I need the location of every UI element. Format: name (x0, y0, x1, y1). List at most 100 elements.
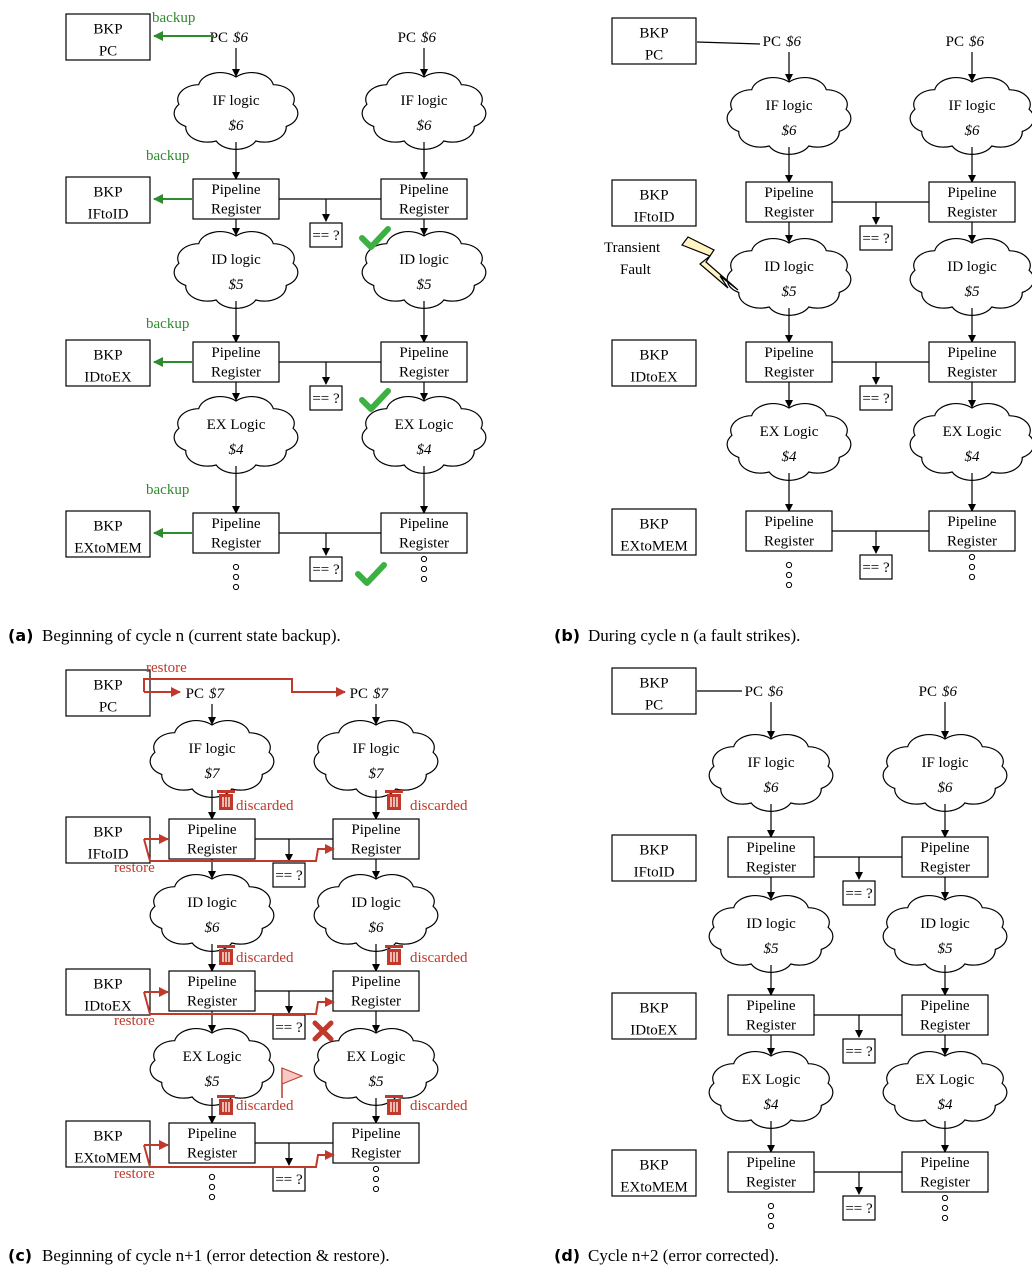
logic-label: EX Logic (183, 1049, 242, 1065)
pipeline-register-label: Register (920, 1017, 970, 1033)
ellipsis-dot (941, 1204, 949, 1212)
discarded-label: discarded (410, 950, 468, 966)
pipeline-register-label: Register (211, 364, 261, 380)
logic-value: $5 (417, 277, 433, 293)
caption-tag: (a) (8, 626, 33, 645)
logic-value: $7 (205, 766, 222, 782)
logic-value: $5 (369, 1074, 385, 1090)
logic-value: $7 (369, 766, 386, 782)
ellipsis-dot (767, 1212, 775, 1220)
logic-value: $5 (782, 284, 798, 300)
logic-label: ID logic (920, 916, 970, 932)
pc-label: PC (350, 686, 368, 702)
pipeline-register-label: Register (764, 533, 814, 549)
pipeline-register (380, 178, 468, 220)
backup-register-label: EXtoMEM (74, 540, 142, 556)
backup-register (65, 669, 151, 717)
backup-register-label: BKP (93, 824, 122, 840)
backup-register-label: BKP (93, 184, 122, 200)
pipeline-register-label: Register (746, 1017, 796, 1033)
connector (696, 41, 761, 45)
pipeline-register-label: Pipeline (187, 1126, 237, 1142)
logic-cloud (149, 1028, 275, 1106)
ellipsis-dot (941, 1214, 949, 1222)
compare-label: == ? (312, 391, 340, 407)
flag-icon (281, 1067, 304, 1085)
logic-value: $4 (764, 1097, 780, 1113)
backup-register-label: BKP (93, 677, 122, 693)
backup-register-label: IDtoEX (84, 369, 132, 385)
compare-box (842, 880, 876, 906)
pipeline-register-label: Pipeline (187, 974, 237, 990)
backup-register-label: PC (645, 47, 663, 63)
logic-cloud (909, 238, 1032, 316)
compare-box (309, 385, 343, 411)
cross-icon (312, 1020, 334, 1042)
backup-register (611, 179, 697, 227)
pipeline-register-label: Pipeline (187, 822, 237, 838)
backup-register-label: PC (645, 697, 663, 713)
logic-label: EX Logic (943, 424, 1002, 440)
logic-label: EX Logic (395, 417, 454, 433)
pipeline-register-label: Pipeline (399, 345, 449, 361)
pipeline-register-label: Register (920, 859, 970, 875)
ellipsis-dot (785, 561, 793, 569)
ellipsis-dot (232, 563, 240, 571)
backup-register (65, 176, 151, 224)
pc-value: $6 (969, 34, 985, 50)
ellipsis-dot (941, 1194, 949, 1202)
backup-register-label: BKP (639, 25, 668, 41)
pipeline-register (928, 181, 1016, 223)
backup-register-label: IDtoEX (84, 998, 132, 1014)
ellipsis-dot (785, 571, 793, 579)
pipeline-register (192, 341, 280, 383)
logic-cloud (726, 403, 852, 481)
logic-cloud (726, 238, 852, 316)
compare-label: == ? (312, 228, 340, 244)
pipeline-register (380, 341, 468, 383)
pipeline-register-label: Pipeline (399, 516, 449, 532)
backup-label: backup (146, 148, 189, 164)
compare-label: == ? (845, 1201, 873, 1217)
pipeline-register-label: Pipeline (211, 345, 261, 361)
logic-cloud (361, 396, 487, 474)
backup-register (65, 339, 151, 387)
logic-cloud (173, 231, 299, 309)
pipeline-register-label: Register (399, 364, 449, 380)
pipeline-register-label: Pipeline (746, 840, 796, 856)
compare-label: == ? (275, 868, 303, 884)
restore-label: restore (114, 860, 155, 876)
backup-register (65, 968, 151, 1016)
logic-cloud (708, 895, 834, 973)
check-icon (355, 562, 387, 586)
ellipsis-dot (372, 1175, 380, 1183)
compare-label: == ? (862, 560, 890, 576)
ellipsis-dot (767, 1202, 775, 1210)
pipeline-register (192, 512, 280, 554)
logic-value: $6 (782, 123, 798, 139)
ellipsis-dot (968, 573, 976, 581)
check-icon (359, 388, 391, 412)
logic-label: EX Logic (742, 1072, 801, 1088)
pipeline-register-label: Register (351, 1145, 401, 1161)
caption-text: Cycle n+2 (error corrected). (588, 1246, 779, 1265)
backup-register-label: IDtoEX (630, 369, 678, 385)
compare-box (859, 385, 893, 411)
logic-label: IF logic (765, 98, 812, 114)
backup-register-label: BKP (639, 347, 668, 363)
restore-label: restore (114, 1013, 155, 1029)
backup-register-label: EXtoMEM (620, 538, 688, 554)
logic-label: EX Logic (916, 1072, 975, 1088)
discarded-label: discarded (236, 950, 294, 966)
backup-register-label: BKP (93, 976, 122, 992)
pipeline-register (380, 512, 468, 554)
logic-label: ID logic (399, 252, 449, 268)
backup-register-label: IFtoID (634, 209, 675, 225)
logic-label: IF logic (352, 741, 399, 757)
logic-cloud (882, 1051, 1008, 1129)
logic-label: EX Logic (207, 417, 266, 433)
pipeline-register (727, 1151, 815, 1193)
backup-register-label: EXtoMEM (74, 1150, 142, 1166)
pipeline-register-label: Register (211, 201, 261, 217)
backup-register-label: BKP (93, 518, 122, 534)
